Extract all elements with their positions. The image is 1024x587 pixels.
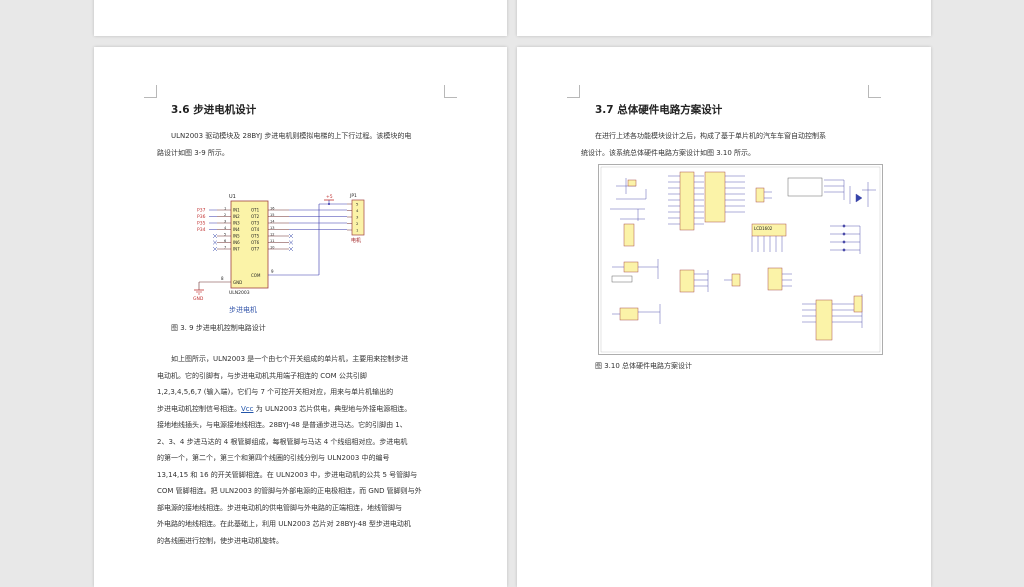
section-heading: 3.7 总体硬件电路方案设计 bbox=[595, 104, 723, 116]
document-page-left: 3.6 步进电机设计 ULN2003 驱动模块及 28BYJ 步进电机则模拟电梯… bbox=[94, 47, 507, 587]
input-pin-number: 6 bbox=[224, 239, 226, 243]
output-pin-label: OT6 bbox=[251, 240, 260, 245]
margin-corner-mark bbox=[144, 85, 157, 98]
input-pin-label: IN7 bbox=[233, 247, 240, 252]
input-pin-label: IN4 bbox=[233, 227, 240, 232]
output-pin-label: OT4 bbox=[251, 227, 260, 232]
intro-paragraph: 在进行上述各功能模块设计之后，构成了基于单片机的汽车车窗自动控制系 统设计。该系… bbox=[581, 132, 826, 157]
com-pin-number: 9 bbox=[271, 269, 274, 274]
output-pin-label: OT3 bbox=[251, 221, 260, 226]
output-pin-label: OT2 bbox=[251, 214, 260, 219]
document-page-right: 3.7 总体硬件电路方案设计 在进行上述各功能模块设计之后，构成了基于单片机的汽… bbox=[517, 47, 931, 587]
input-pin-number: 1 bbox=[224, 207, 226, 211]
margin-corner-mark bbox=[444, 85, 457, 98]
connector-pin-number: 3 bbox=[356, 215, 359, 220]
connector-pin-number: 2 bbox=[356, 221, 359, 226]
input-pin-label: IN5 bbox=[233, 234, 240, 239]
output-pin-label: OT7 bbox=[251, 247, 260, 252]
gnd-pin-label: GND bbox=[233, 280, 242, 285]
section-heading: 3.6 步进电机设计 bbox=[171, 104, 257, 116]
gnd-pin-number: 8 bbox=[221, 276, 224, 281]
figure-caption: 图 3. 9 步进电机控制电路设计 bbox=[171, 324, 266, 332]
output-pin-label: OT1 bbox=[251, 208, 260, 213]
input-pin-label: IN3 bbox=[233, 221, 240, 226]
lcd-label: LCD1602 bbox=[754, 226, 773, 231]
chip-name: ULN2003 bbox=[229, 290, 250, 296]
stepper-motor-schematic: U1 ULN2003 IN11IN22IN33IN44IN55IN66IN77 … bbox=[193, 193, 365, 314]
vcc-link[interactable]: Vcc bbox=[241, 404, 254, 413]
input-pin-number: 5 bbox=[224, 233, 226, 237]
input-pin-number: 7 bbox=[224, 246, 226, 250]
intro-paragraph: ULN2003 驱动模块及 28BYJ 步进电机则模拟电梯的上下行过程。该模块的… bbox=[157, 132, 412, 157]
margin-corner-mark bbox=[567, 85, 580, 98]
motor-connector bbox=[351, 199, 365, 236]
output-pin-number: 14 bbox=[270, 220, 275, 224]
output-pin-number: 13 bbox=[270, 226, 274, 230]
input-pin-label: IN2 bbox=[233, 214, 240, 219]
connector-pin-number: 4 bbox=[356, 208, 359, 213]
schematic-title: 步进电机 bbox=[229, 305, 257, 314]
gnd-symbol-label: GND bbox=[193, 296, 204, 302]
connector-label: 电机 bbox=[351, 237, 361, 244]
connector-pin-number: 5 bbox=[356, 202, 359, 207]
chip-ref: U1 bbox=[229, 194, 236, 200]
port-label: P37 bbox=[197, 208, 206, 214]
output-pin-number: 16 bbox=[270, 207, 274, 211]
input-pin-label: IN6 bbox=[233, 240, 240, 245]
uln2003-chip bbox=[230, 200, 269, 289]
vcc-label: +5 bbox=[326, 194, 333, 200]
figure-caption: 图 3.10 总体硬件电路方案设计 bbox=[595, 362, 693, 370]
input-pin-label: IN1 bbox=[233, 208, 240, 213]
output-pin-number: 12 bbox=[270, 233, 274, 237]
connector-pin-number: 1 bbox=[356, 228, 359, 233]
input-pin-number: 2 bbox=[224, 213, 226, 217]
overall-hardware-schematic: LCD1602 bbox=[598, 164, 883, 355]
com-pin-label: COM bbox=[251, 273, 261, 278]
output-pin-number: 11 bbox=[270, 239, 274, 243]
output-pin-label: OT5 bbox=[251, 234, 260, 239]
output-pin-number: 10 bbox=[270, 246, 274, 250]
previous-page-right bbox=[517, 0, 931, 36]
body-paragraph: 如上图所示，ULN2003 是一个由七个开关组成的单片机，主要用来控制步进 电动… bbox=[157, 355, 422, 545]
input-pin-number: 3 bbox=[224, 220, 226, 224]
input-pin-number: 4 bbox=[224, 226, 227, 230]
port-label: P36 bbox=[197, 214, 206, 220]
previous-page-left bbox=[94, 0, 507, 36]
output-pin-number: 15 bbox=[270, 213, 274, 217]
connector-ref: JP1 bbox=[349, 193, 357, 199]
port-label: P34 bbox=[197, 227, 206, 233]
port-label: P35 bbox=[197, 221, 206, 227]
margin-corner-mark bbox=[868, 85, 881, 98]
